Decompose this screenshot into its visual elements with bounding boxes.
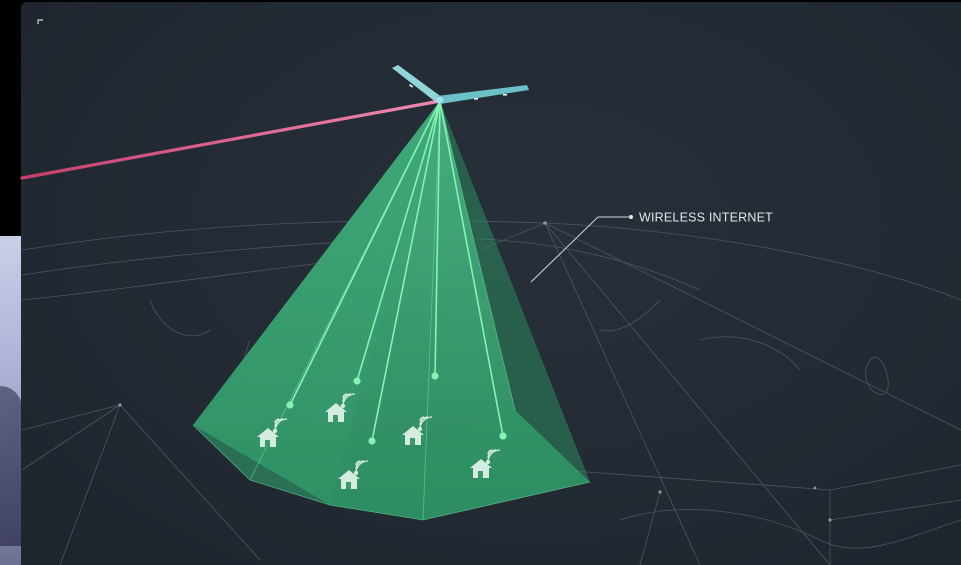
house-icon [470,449,501,478]
aircraft-icon [392,65,529,104]
coverage-beam [192,100,591,521]
house-icon [402,416,433,445]
map-nodes [118,221,832,522]
houses [257,393,501,489]
backhaul-link [20,99,442,180]
house-icon [325,393,356,422]
house-icon [338,460,369,489]
corner-mark [37,19,43,24]
wireless-internet-callout: WIRELESS INTERNET [530,211,773,283]
house-icon [257,418,288,447]
terrain-map-lines [21,220,961,565]
callout-label: WIRELESS INTERNET [639,211,773,225]
signal-rays [286,100,507,445]
